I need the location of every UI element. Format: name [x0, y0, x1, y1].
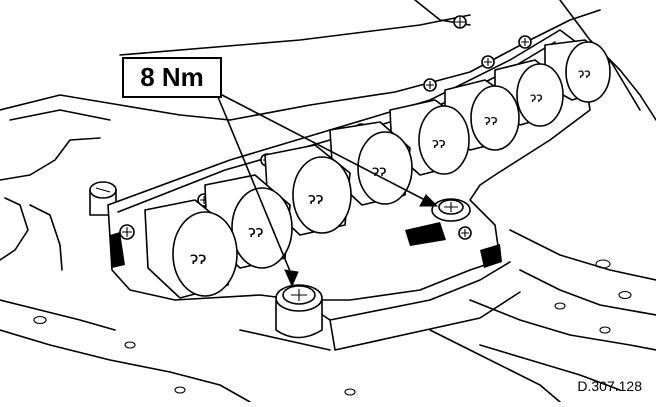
svg-text:ɂɂ: ɂɂ	[372, 162, 386, 180]
svg-text:ɂɂ: ɂɂ	[432, 136, 446, 152]
svg-text:ɂɂ: ɂɂ	[484, 113, 498, 129]
figure-reference-number: D.307.128	[577, 378, 642, 394]
solenoid-1: ɂɂ	[144, 199, 238, 299]
svg-text:ɂɂ: ɂɂ	[190, 249, 206, 269]
solenoid-valves: ɂɂ ɂɂ ɂɂ ɂɂ ɂɂ ɂɂ ɂɂ	[144, 39, 611, 299]
svg-text:ɂɂ: ɂɂ	[308, 189, 324, 208]
svg-text:ɂɂ: ɂɂ	[530, 91, 542, 106]
torque-value-label: 8 Nm	[140, 62, 204, 92]
torque-bolt-front	[275, 284, 323, 339]
svg-text:ɂɂ: ɂɂ	[578, 67, 590, 82]
callout-leaders	[217, 94, 439, 288]
svg-text:ɂɂ: ɂɂ	[248, 222, 264, 241]
torque-callout-box: 8 Nm	[122, 57, 222, 98]
torque-bolt-rear	[431, 198, 471, 222]
